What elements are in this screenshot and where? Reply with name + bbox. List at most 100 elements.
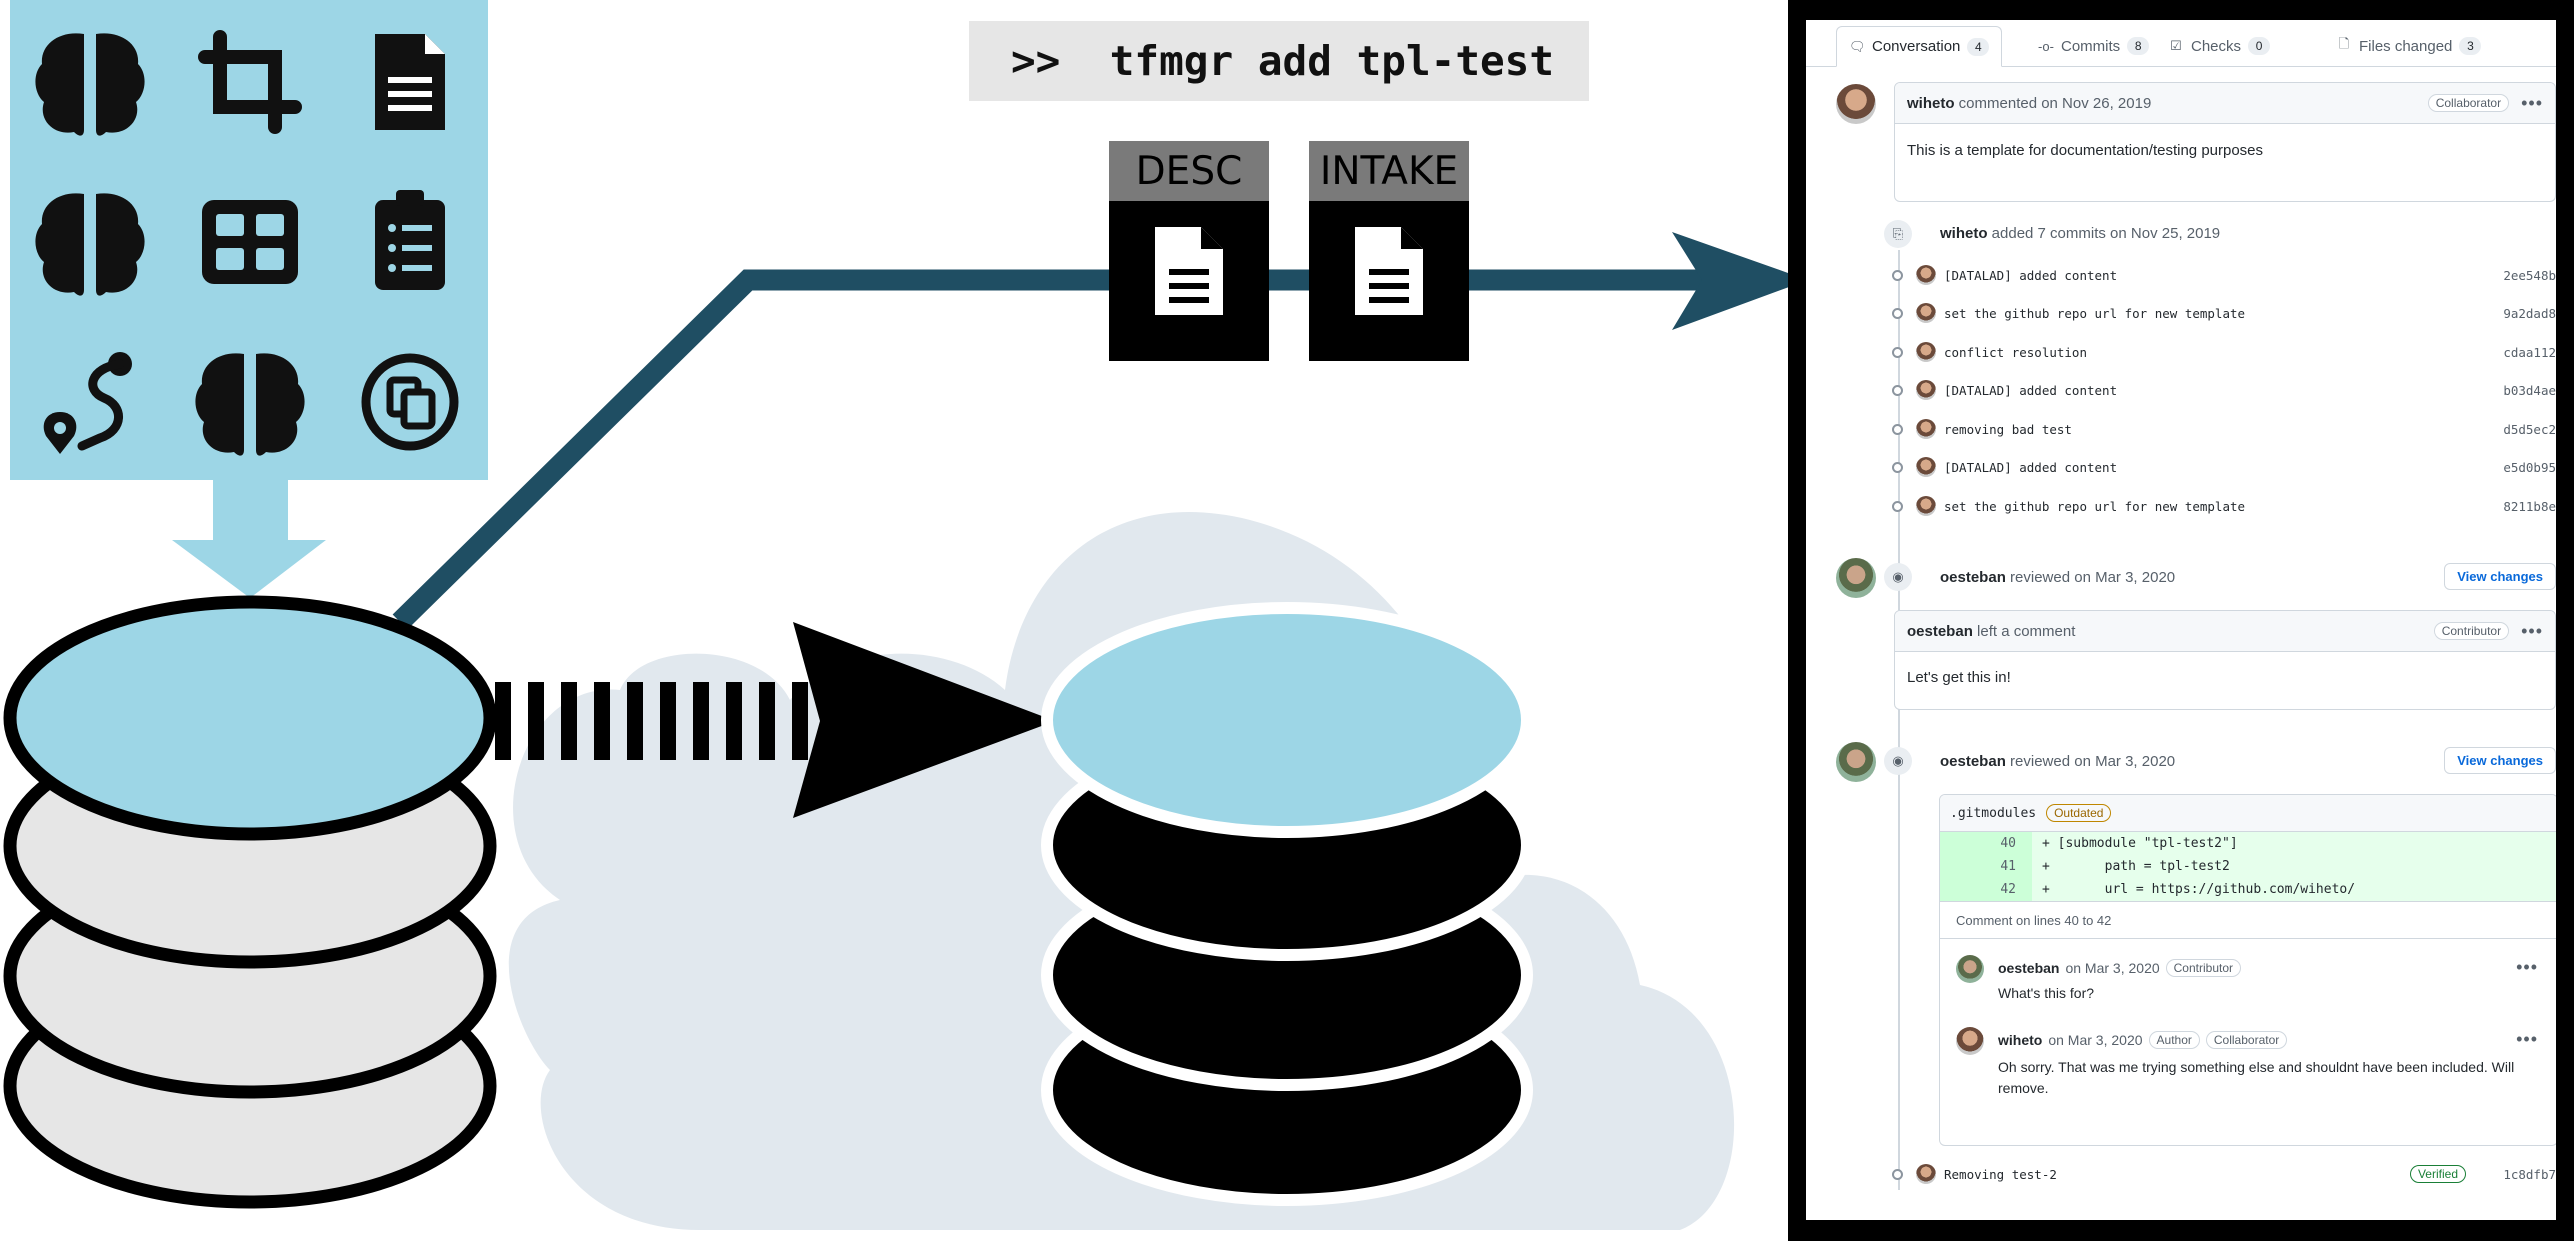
comment-author[interactable]: oesteban bbox=[1907, 622, 1973, 640]
event-text: added 7 commits on Nov 25, 2019 bbox=[1991, 225, 2221, 242]
view-changes-button[interactable]: View changes bbox=[2444, 747, 2556, 774]
view-changes-button[interactable]: View changes bbox=[2444, 563, 2556, 590]
event-text: reviewed on Mar 3, 2020 bbox=[2010, 753, 2176, 770]
commit-message[interactable]: set the github repo url for new template bbox=[1944, 498, 2246, 514]
commit-message[interactable]: Removing test-2 bbox=[1944, 1166, 2057, 1182]
more-icon[interactable]: ••• bbox=[2516, 957, 2538, 977]
avatar bbox=[1916, 303, 1936, 323]
role-badge: Collaborator bbox=[2427, 94, 2510, 112]
commit-row[interactable]: set the github repo url for new template… bbox=[1886, 301, 2556, 325]
event-author[interactable]: wiheto bbox=[1940, 225, 1988, 242]
commit-message[interactable]: [DATALAD] added content bbox=[1944, 267, 2118, 283]
commit-dot-icon bbox=[1892, 307, 1903, 319]
commit-icon: -o- bbox=[2038, 38, 2054, 54]
reply-author[interactable]: wiheto bbox=[1998, 1031, 2043, 1048]
brain-icon bbox=[35, 33, 145, 136]
commit-row[interactable]: [DATALAD] added content e5d0b95 bbox=[1886, 455, 2556, 479]
intake-document-card: INTAKE bbox=[1309, 141, 1469, 361]
commit-dot-icon bbox=[1892, 346, 1903, 358]
document-icon bbox=[1355, 227, 1423, 315]
commit-dot-icon bbox=[1892, 500, 1903, 512]
avatar[interactable] bbox=[1956, 1027, 1984, 1055]
brain-icon bbox=[195, 353, 305, 456]
commit-message[interactable]: set the github repo url for new template bbox=[1944, 305, 2246, 321]
brain-icon bbox=[35, 193, 145, 296]
commit-dot-icon bbox=[1892, 461, 1903, 473]
source-database bbox=[3, 595, 497, 1209]
tab-commits[interactable]: -o- Commits 8 bbox=[2038, 26, 2150, 66]
commit-row[interactable]: [DATALAD] added content b03d4ae bbox=[1886, 378, 2556, 402]
reply-header: oesteban on Mar 3, 2020 Contributor ••• bbox=[1998, 957, 2538, 978]
commit-sha[interactable]: 2ee548b bbox=[2503, 267, 2556, 283]
commit-row[interactable]: conflict resolution cdaa112 bbox=[1886, 340, 2556, 364]
command-line: >> tfmgr add tpl-test bbox=[969, 21, 1589, 101]
more-icon[interactable]: ••• bbox=[2521, 92, 2543, 113]
commit-row[interactable]: set the github repo url for new template… bbox=[1886, 494, 2556, 518]
pull-request-panel: 🗨 Conversation 4 -o- Commits 8 ☑ Checks … bbox=[1806, 20, 2556, 1220]
commit-row[interactable]: [DATALAD] added content 2ee548b bbox=[1886, 263, 2556, 287]
commit-sha[interactable]: 1c8dfb7 bbox=[2503, 1166, 2556, 1182]
commit-message[interactable]: conflict resolution bbox=[1944, 344, 2087, 360]
tab-files-changed[interactable]: 🗋 Files changed 3 bbox=[2336, 26, 2482, 66]
commit-sha[interactable]: cdaa112 bbox=[2503, 344, 2556, 360]
role-badge: Author bbox=[2148, 1030, 2200, 1049]
crop-icon bbox=[198, 30, 302, 134]
reply-author[interactable]: oesteban bbox=[1998, 959, 2060, 976]
more-icon[interactable]: ••• bbox=[2516, 1029, 2538, 1049]
verified-badge[interactable]: Verified bbox=[2409, 1165, 2466, 1183]
commit-message[interactable]: [DATALAD] added content bbox=[1944, 459, 2118, 475]
role-badge: Contributor bbox=[2165, 958, 2242, 977]
tab-label: Commits bbox=[2061, 37, 2121, 55]
flow-arrowhead bbox=[1672, 232, 1788, 330]
commit-message[interactable]: removing bad test bbox=[1944, 421, 2072, 437]
comment-author[interactable]: wiheto bbox=[1907, 94, 1955, 112]
commit-row[interactable]: removing bad test d5d5ec2 bbox=[1886, 417, 2556, 441]
route-icon bbox=[43, 352, 132, 454]
timeline-line bbox=[1898, 250, 1900, 1190]
tab-conversation[interactable]: 🗨 Conversation 4 bbox=[1836, 26, 2003, 67]
clipboard-list-icon bbox=[375, 190, 445, 290]
review-thread: .gitmodules Outdated 40 + [submodule "tp… bbox=[1939, 794, 2556, 1146]
event-author[interactable]: oesteban bbox=[1940, 753, 2006, 770]
tab-count: 8 bbox=[2127, 37, 2150, 55]
avatar bbox=[1916, 496, 1936, 516]
event-author[interactable]: oesteban bbox=[1940, 569, 2006, 586]
code-text: + url = https://github.com/wiheto/ bbox=[2042, 882, 2356, 897]
commit-dot-icon bbox=[1892, 1168, 1903, 1180]
role-badge: Contributor bbox=[2433, 622, 2510, 640]
outdated-badge: Outdated bbox=[2046, 804, 2112, 822]
tab-label: Files changed bbox=[2359, 37, 2453, 55]
workflow-diagram: >> tfmgr add tpl-test DESC INTAKE bbox=[3, 0, 1788, 1230]
avatar[interactable] bbox=[1956, 955, 1984, 983]
tab-count: 0 bbox=[2248, 37, 2271, 55]
reply-body: Oh sorry. That was me trying something e… bbox=[1998, 1059, 2515, 1096]
tab-checks[interactable]: ☑ Checks 0 bbox=[2168, 26, 2271, 66]
avatar[interactable] bbox=[1836, 558, 1876, 598]
avatar[interactable] bbox=[1836, 742, 1876, 782]
more-icon[interactable]: ••• bbox=[2521, 620, 2543, 641]
down-arrow bbox=[172, 480, 326, 598]
commit-sha[interactable]: e5d0b95 bbox=[2503, 459, 2556, 475]
line-number[interactable]: 42 bbox=[1940, 878, 2032, 901]
document-icon bbox=[375, 34, 445, 130]
commit-sha[interactable]: 9a2dad8 bbox=[2503, 305, 2556, 321]
commit-sha[interactable]: b03d4ae bbox=[2503, 382, 2556, 398]
file-diff-icon: 🗋 bbox=[2338, 36, 2350, 51]
commit-row[interactable]: Removing test-2 Verified 1c8dfb7 bbox=[1886, 1162, 2556, 1186]
line-number[interactable]: 41 bbox=[1940, 855, 2032, 878]
avatar bbox=[1916, 380, 1936, 400]
event-text: reviewed on Mar 3, 2020 bbox=[2010, 569, 2176, 586]
file-name[interactable]: .gitmodules bbox=[1950, 805, 2037, 821]
line-number[interactable]: 40 bbox=[1940, 832, 2032, 855]
diff-line: 41 + path = tpl-test2 bbox=[1940, 855, 2556, 878]
file-header: .gitmodules Outdated bbox=[1940, 795, 2556, 832]
avatar[interactable] bbox=[1836, 84, 1876, 124]
commit-message[interactable]: [DATALAD] added content bbox=[1944, 382, 2118, 398]
document-icon bbox=[1155, 227, 1223, 315]
commit-sha[interactable]: 8211b8e bbox=[2503, 498, 2556, 514]
commit-sha[interactable]: d5d5ec2 bbox=[2503, 421, 2556, 437]
tab-count: 3 bbox=[2459, 37, 2482, 55]
commit-dot-icon bbox=[1892, 423, 1903, 435]
diff-line: 42 + url = https://github.com/wiheto/ bbox=[1940, 878, 2556, 901]
comment-date: commented on Nov 26, 2019 bbox=[1958, 94, 2152, 112]
